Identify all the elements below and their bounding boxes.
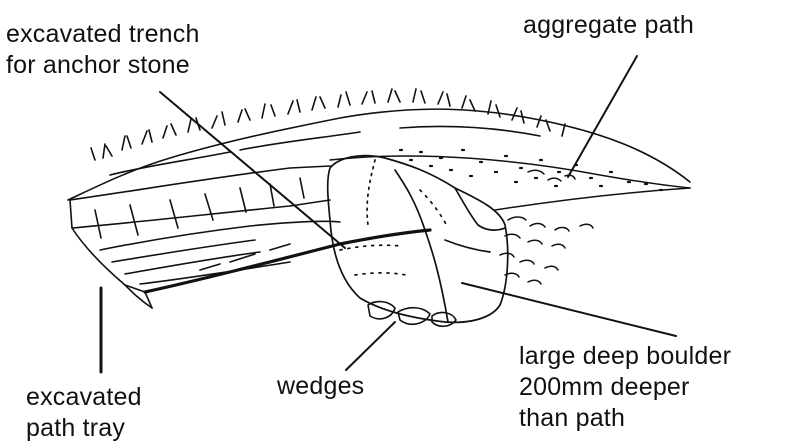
label-aggregate-text: aggregate path <box>523 10 694 41</box>
leader-boulder <box>462 283 676 336</box>
label-wedges-text: wedges <box>277 371 364 402</box>
label-boulder-line2: 200mm deeper <box>519 372 731 403</box>
aggregate-surface <box>330 150 690 284</box>
label-excavated-path-tray: excavated path tray <box>26 382 142 444</box>
label-excavated-trench: excavated trench for anchor stone <box>6 19 200 81</box>
grass-edge <box>68 89 690 200</box>
leader-lines <box>101 56 676 372</box>
boulder <box>328 156 508 323</box>
label-trench-line2: for anchor stone <box>6 50 200 81</box>
leader-wedges <box>346 322 395 370</box>
label-aggregate-path: aggregate path <box>523 10 694 41</box>
label-trench-line1: excavated trench <box>6 19 200 50</box>
label-boulder-line1: large deep boulder <box>519 341 731 372</box>
label-wedges: wedges <box>277 371 364 402</box>
label-large-boulder: large deep boulder 200mm deeper than pat… <box>519 341 731 434</box>
label-tray-line1: excavated <box>26 382 142 413</box>
leader-aggregate <box>568 56 637 177</box>
leader-trench <box>160 92 345 248</box>
path-tray-section <box>70 166 430 308</box>
label-tray-line2: path tray <box>26 413 142 444</box>
label-boulder-line3: than path <box>519 403 731 434</box>
